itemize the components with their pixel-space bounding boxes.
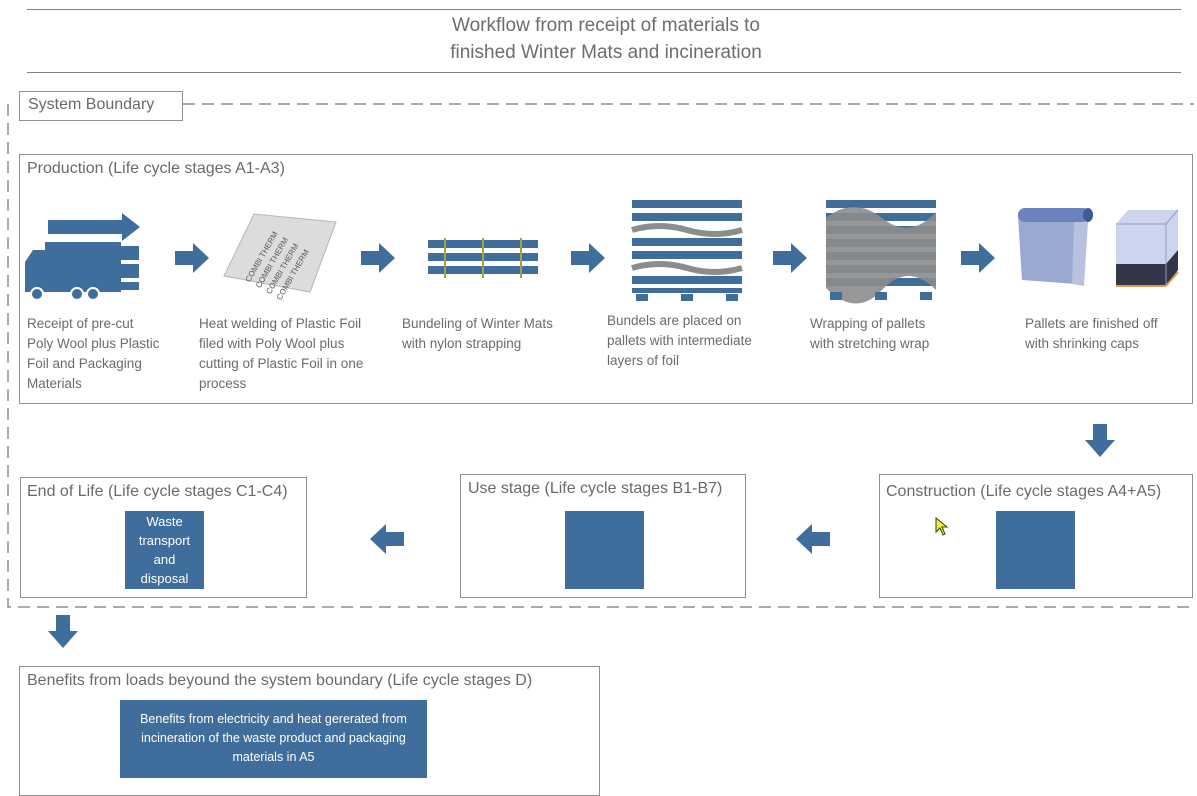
plastic-foil-icon: COMBI THERM COMBI THERM COMBI THERM COMB… xyxy=(223,213,337,302)
construction-stage-box: Construction (Life cycle stages A4+A5) xyxy=(879,474,1193,598)
title-line-2: finished Winter Mats and incineration xyxy=(450,42,762,63)
step-3-text: Bundeling of Winter Mats with nylon stra… xyxy=(402,316,553,351)
mouse-cursor-icon xyxy=(935,516,949,536)
flow-arrow-right-3 xyxy=(571,243,605,273)
pallet-layers-icon xyxy=(631,200,743,301)
production-stage-box: Production (Life cycle stages A1-A3) xyxy=(19,154,1193,404)
construction-stage-label: Construction (Life cycle stages A4+A5) xyxy=(886,483,1162,500)
use-stage-box: Use stage (Life cycle stages B1-B7) xyxy=(460,474,746,598)
construction-block xyxy=(996,511,1075,589)
strapped-mats-icon xyxy=(428,238,538,278)
benefits-block: Benefits from electricity and heat gerer… xyxy=(120,700,427,778)
page-title: Workflow from receipt of materials to fi… xyxy=(300,12,912,66)
flow-arrow-left-2 xyxy=(370,524,404,554)
shrink-cap-icon xyxy=(1018,208,1179,287)
use-stage-block xyxy=(565,511,644,589)
flow-arrow-down-construction xyxy=(1085,424,1115,457)
step-2-text: Heat welding of Plastic Foil filed with … xyxy=(199,316,364,391)
title-line-1: Workflow from receipt of materials to xyxy=(452,15,760,36)
flow-arrow-down-benefits xyxy=(48,615,78,648)
benefits-stage-label: Benefits from loads beyound the system b… xyxy=(27,672,533,689)
production-stage-label: Production (Life cycle stages A1-A3) xyxy=(27,160,285,177)
step-5-text: Wrapping of pallets with stretching wrap xyxy=(810,316,930,351)
wrapped-pallet-icon xyxy=(826,200,936,304)
end-of-life-stage-box: End of Life (Life cycle stages C1-C4) Wa… xyxy=(20,477,307,598)
step-1-text: Receipt of pre-cut Poly Wool plus Plasti… xyxy=(27,316,160,391)
flow-arrow-right-1 xyxy=(175,243,209,273)
benefits-stage-box: Benefits from loads beyound the system b… xyxy=(19,666,600,796)
title-top-rule xyxy=(27,9,1181,10)
step-6-text: Pallets are finished off with shrinking … xyxy=(1025,316,1158,351)
system-boundary-label-box: System Boundary xyxy=(19,91,183,121)
waste-disposal-block: Waste transport and disposal xyxy=(125,511,204,589)
flow-arrow-right-2 xyxy=(361,243,395,273)
system-boundary-label: System Boundary xyxy=(28,96,155,113)
truck-icon xyxy=(25,213,140,301)
flow-arrow-right-4 xyxy=(773,243,807,273)
flow-arrow-left-1 xyxy=(796,524,830,554)
step-4-text: Bundels are placed on pallets with inter… xyxy=(607,313,752,368)
flow-arrow-right-5 xyxy=(961,243,995,273)
title-bottom-rule xyxy=(27,72,1181,73)
use-stage-label: Use stage (Life cycle stages B1-B7) xyxy=(468,480,723,497)
end-of-life-stage-label: End of Life (Life cycle stages C1-C4) xyxy=(27,483,288,500)
